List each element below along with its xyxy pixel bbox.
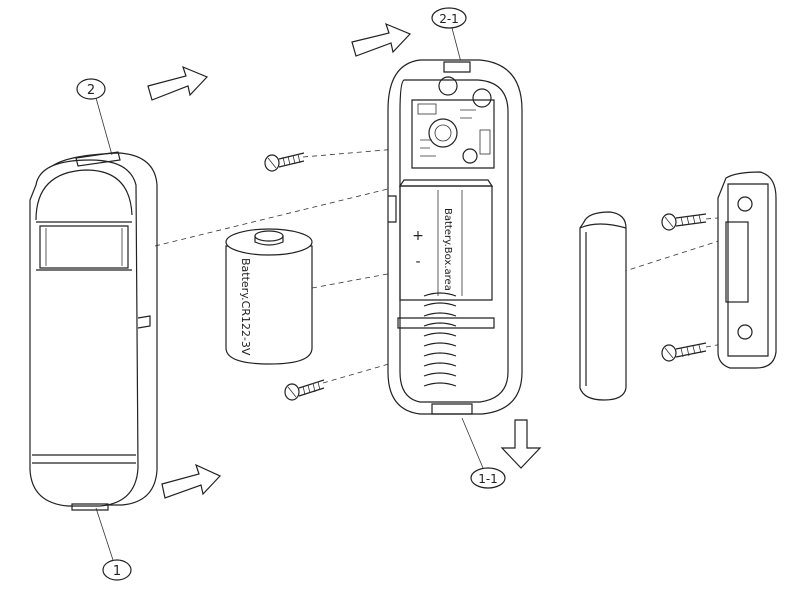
callout-1-1-text: 1-1 bbox=[478, 472, 498, 486]
battery-label: Battery.CR122-3V bbox=[239, 258, 252, 356]
callout-1-text: 1 bbox=[113, 564, 121, 579]
callout-1-1: 1-1 bbox=[461, 417, 506, 489]
battery-cr123: Battery.CR122-3V bbox=[225, 228, 313, 365]
screw-bottom-left bbox=[284, 379, 325, 401]
battery-box-label: Battery.Box.area bbox=[442, 208, 453, 291]
magnet-base bbox=[717, 171, 777, 369]
battery-plus-sign: + bbox=[412, 228, 424, 244]
magnet-cover bbox=[579, 211, 627, 401]
arrow-right-bottom-left bbox=[161, 463, 222, 499]
arrow-right-top-left bbox=[147, 65, 209, 101]
battery-minus-sign: - bbox=[415, 254, 420, 270]
callout-2-1: 2-1 bbox=[431, 7, 467, 67]
front-cover-housing bbox=[29, 151, 158, 511]
callout-1: 1 bbox=[95, 507, 132, 581]
screw-top-right bbox=[661, 213, 707, 231]
callout-2-1-text: 2-1 bbox=[439, 12, 459, 26]
callout-2: 2 bbox=[76, 78, 113, 156]
callout-2-text: 2 bbox=[87, 83, 95, 98]
screw-bottom-right bbox=[661, 342, 707, 362]
arrow-down bbox=[500, 419, 542, 469]
screw-top-left bbox=[264, 152, 305, 172]
arrow-right-top-center bbox=[351, 22, 412, 57]
base-housing-with-pcb: + - Battery.Box.area bbox=[387, 59, 523, 415]
